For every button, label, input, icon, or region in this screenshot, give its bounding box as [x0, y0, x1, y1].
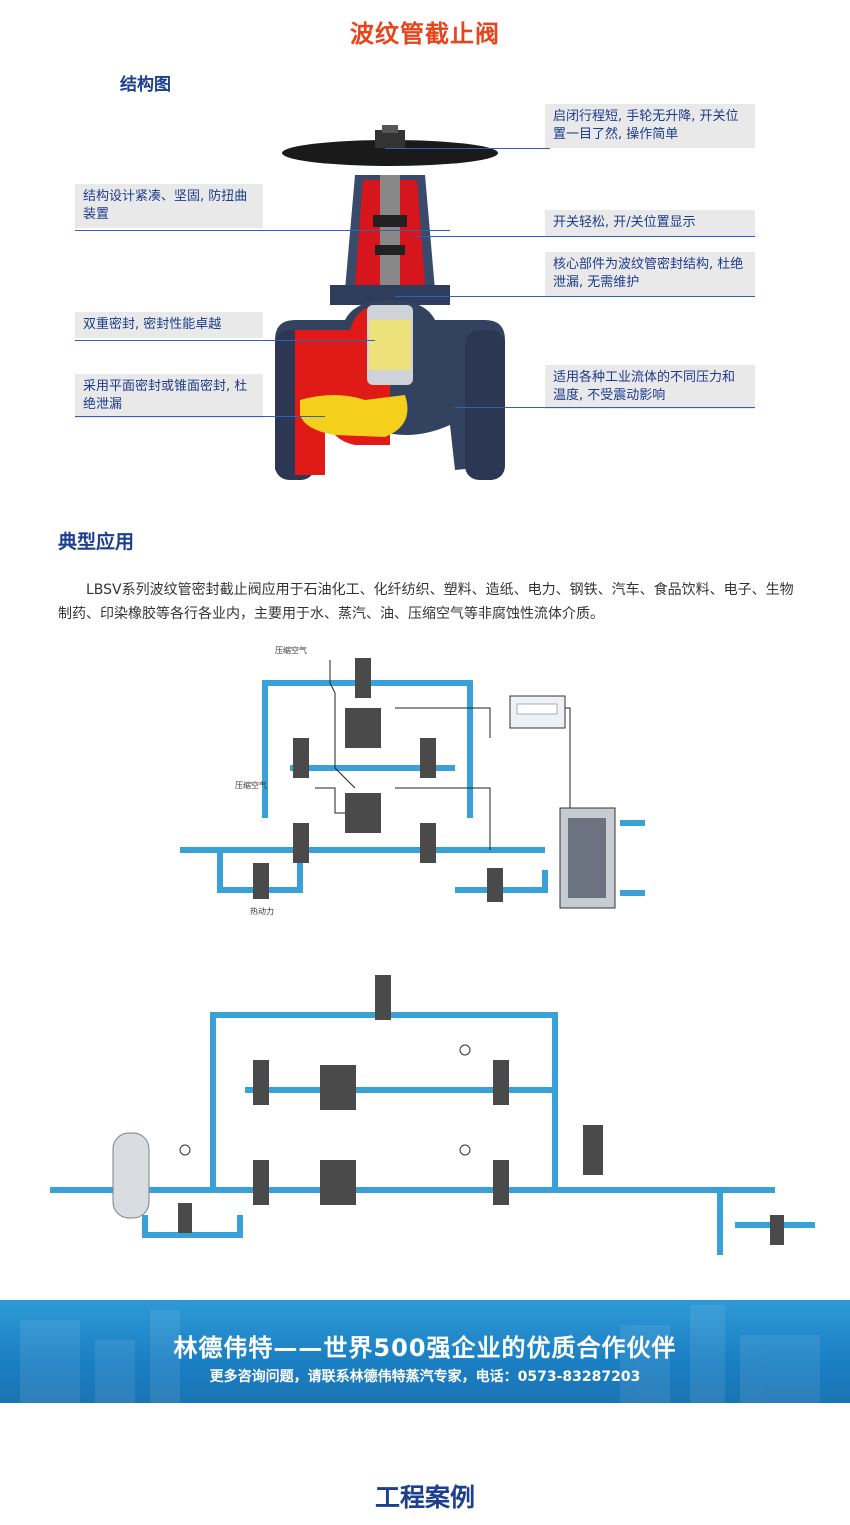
- callout-line: [75, 340, 375, 341]
- callout-line: [455, 407, 755, 408]
- piping-diagram-2: [50, 975, 815, 1255]
- callout-double-seal: 双重密封, 密封性能卓越: [75, 312, 263, 338]
- callout-position: 开关轻松, 开/关位置显示: [545, 210, 755, 236]
- callout-industrial: 适用各种工业流体的不同压力和温度, 不受震动影响: [545, 365, 755, 409]
- structure-heading: 结构图: [120, 75, 171, 95]
- engineering-cases-heading: 工程案例: [374, 1483, 475, 1512]
- piping-diagram-1: 压缩空气 压缩空气 热动力: [180, 645, 645, 916]
- callout-line: [75, 416, 325, 417]
- callout-bellows: 核心部件为波纹管密封结构, 杜绝泄漏, 无需维护: [545, 252, 755, 296]
- callout-line: [385, 148, 550, 149]
- valve-cutaway-illustration: [275, 125, 505, 480]
- callout-handwheel: 启闭行程短, 手轮无升降, 开关位置一目了然, 操作简单: [545, 104, 755, 148]
- typical-application-heading: 典型应用: [58, 531, 135, 553]
- callout-line: [75, 230, 450, 231]
- callout-seal-type: 采用平面密封或锥面密封, 杜绝泄漏: [75, 374, 263, 418]
- label-heat-power: 热动力: [250, 906, 274, 916]
- banner-contact: 更多咨询问题，请联系林德伟特蒸汽专家，电话：0573-83287203: [209, 1369, 641, 1385]
- callout-line: [395, 296, 755, 297]
- banner-slogan: 林德伟特——世界500强企业的优质合作伙伴: [173, 1334, 677, 1362]
- partner-banner: 林德伟特——世界500强企业的优质合作伙伴 更多咨询问题，请联系林德伟特蒸汽专家…: [0, 1300, 850, 1403]
- callout-compact: 结构设计紧凑、坚固, 防扭曲装置: [75, 184, 263, 228]
- page-title: 波纹管截止阀: [350, 20, 500, 48]
- label-compressed-air-1: 压缩空气: [275, 645, 307, 655]
- banner-cityscape-decoration: [20, 1305, 820, 1403]
- label-compressed-air-2: 压缩空气: [235, 780, 267, 790]
- application-description: LBSV系列波纹管密封截止阀应用于石油化工、化纤纺织、塑料、造纸、电力、钢铁、汽…: [58, 582, 794, 622]
- callout-line: [415, 236, 755, 237]
